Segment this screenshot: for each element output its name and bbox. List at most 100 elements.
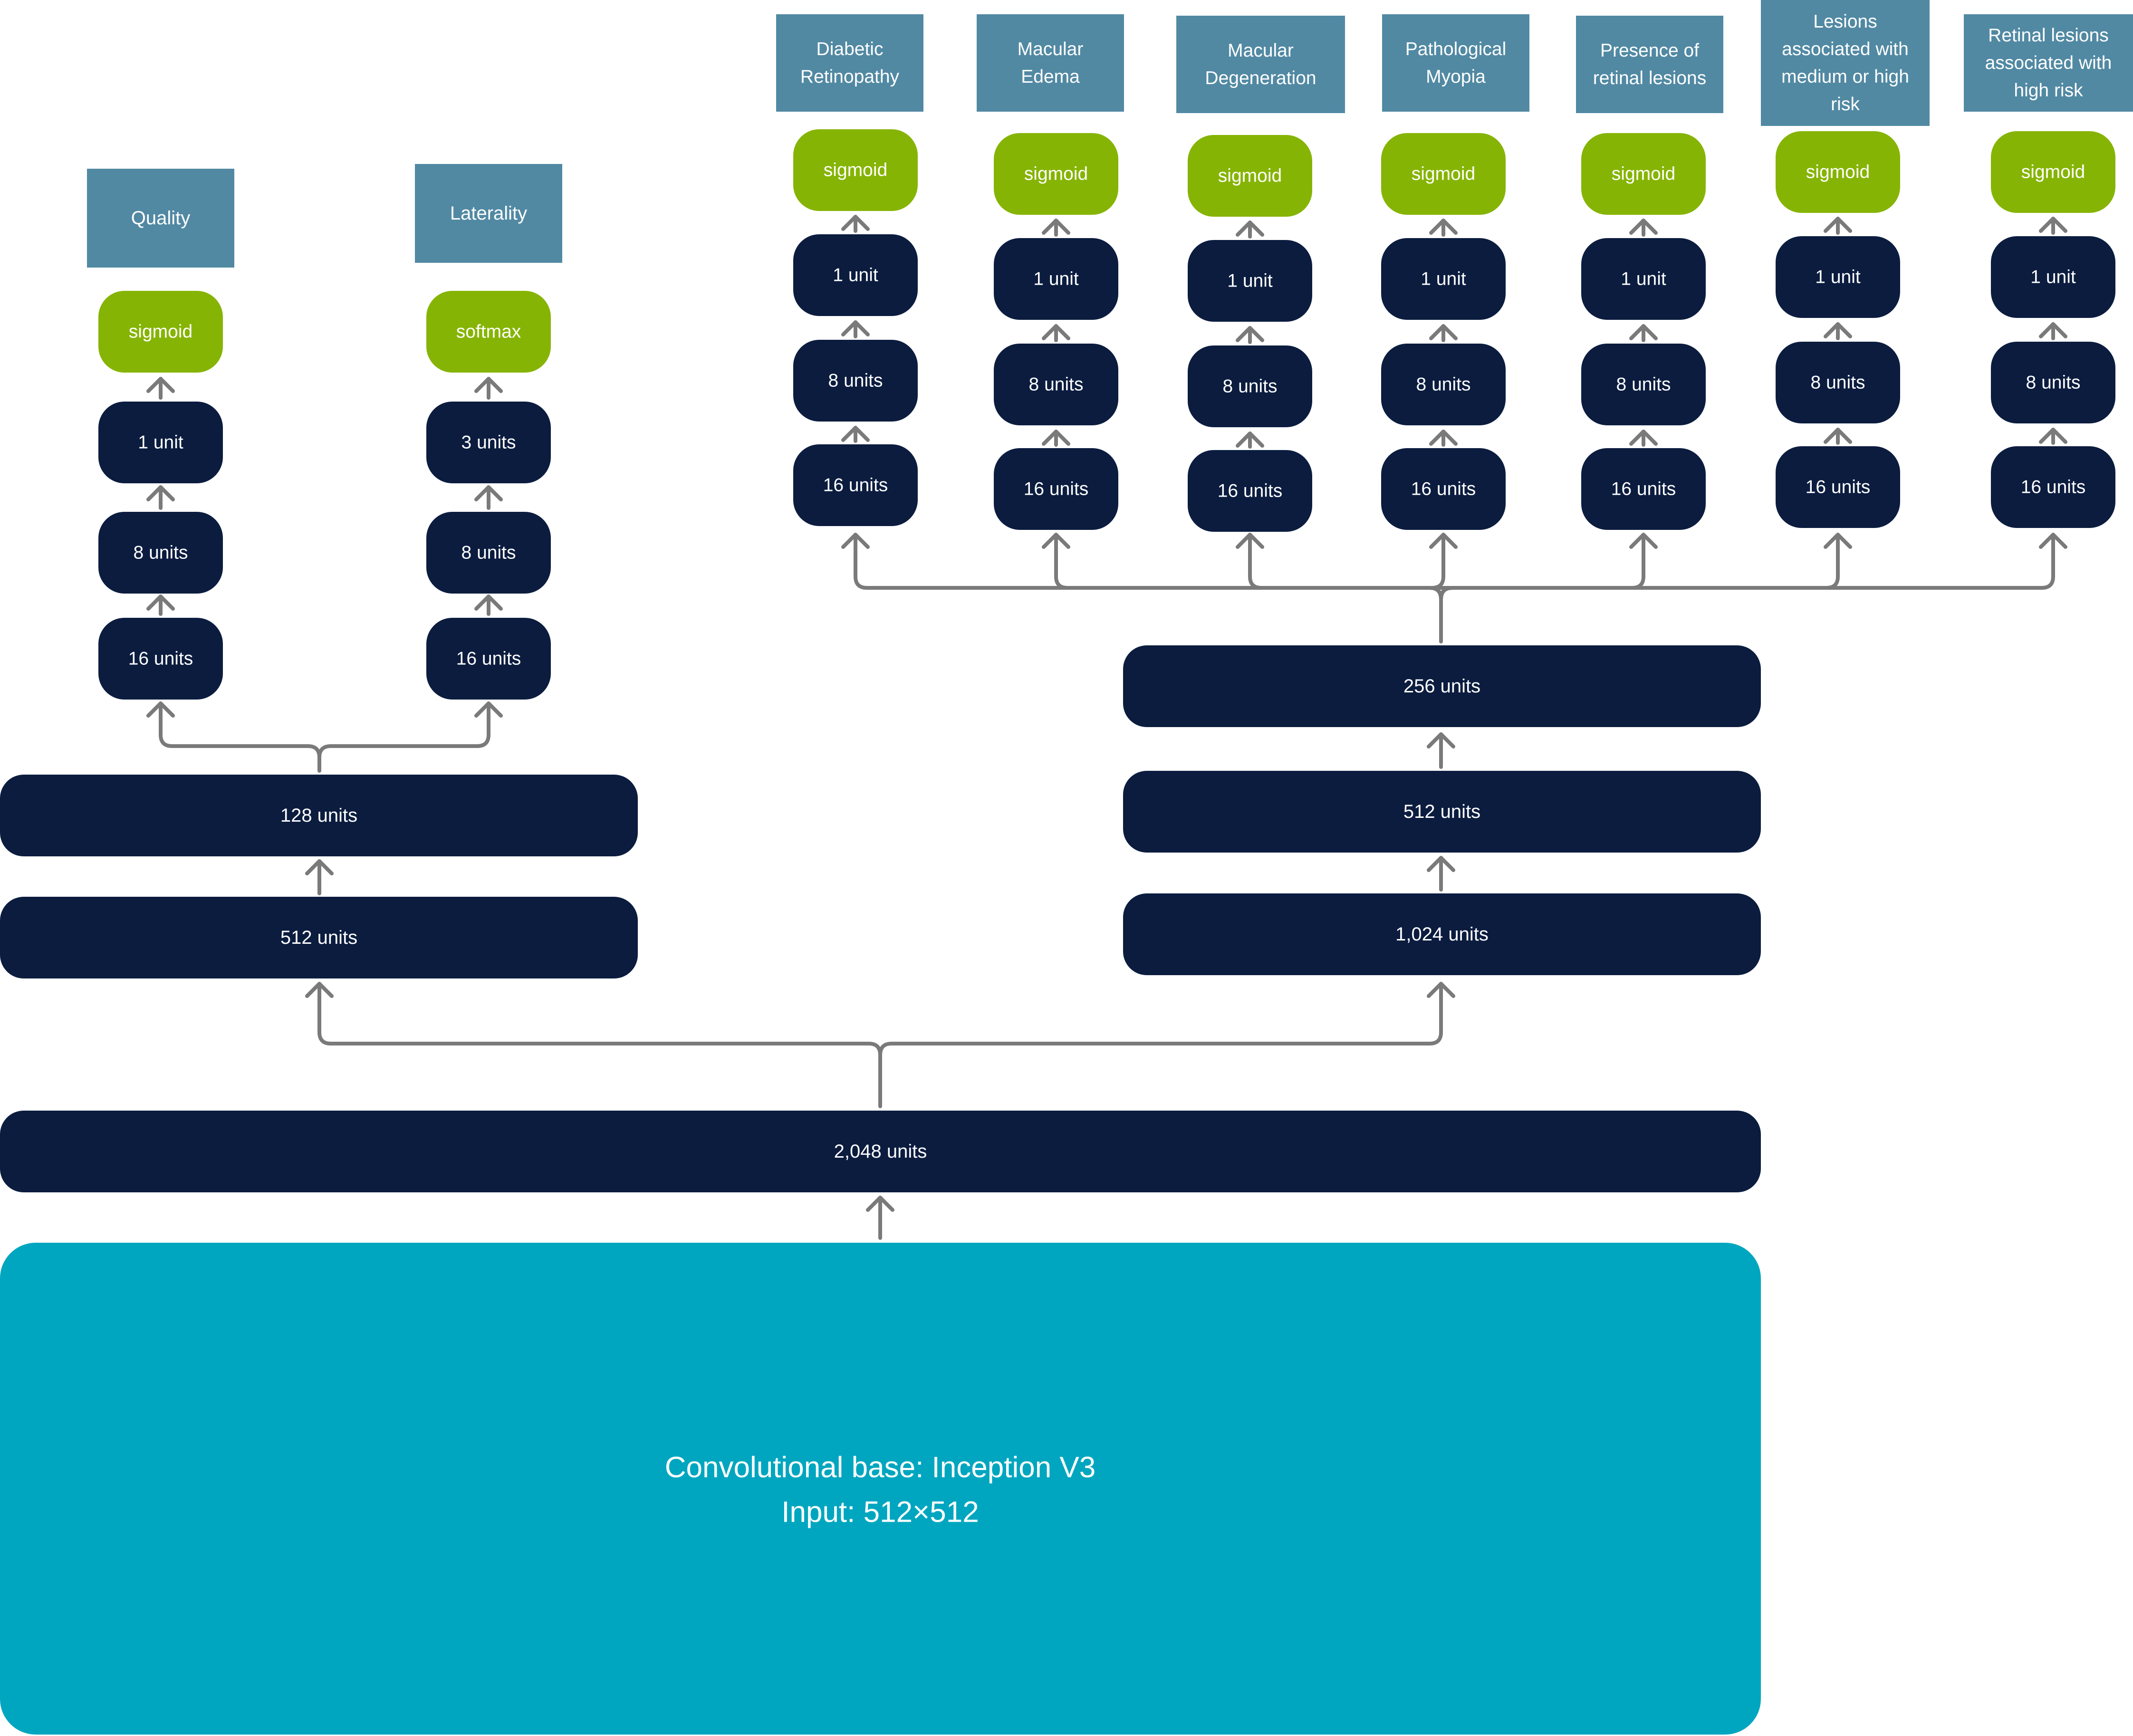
right-head-6-layer-1-label: 8 units: [2026, 373, 2081, 393]
arrow-right-2-3-head: [1427, 732, 1455, 748]
right-head-4-layer-2: 1 unit: [1581, 238, 1706, 320]
arrow-left-head-0-c-head: [146, 377, 175, 393]
right-head-3-output-label: Pathological: [1405, 39, 1506, 59]
arrow-left-head-0-b-head: [146, 485, 175, 501]
right-head-4-layer-2-label: 1 unit: [1621, 269, 1666, 289]
arrow-left-head-1-c-head: [474, 377, 503, 393]
arrow-left-head-0-a-head: [146, 595, 175, 611]
arrow-left-head-1-a-head: [474, 595, 503, 611]
right-head-2-activation: sigmoid: [1188, 135, 1312, 217]
right-head-0-activation-shape: [793, 129, 918, 211]
arrow-right-head-3-c-head: [1429, 219, 1458, 235]
right-head-5-output-label: risk: [1831, 94, 1860, 115]
right-head-6-output-label: Retinal lesions: [1988, 25, 2109, 46]
left-head-1-layer-2-label: 3 units: [461, 432, 516, 453]
fork-right-head-2: [1236, 533, 1264, 549]
left-head-1-activation-shape: [426, 291, 551, 373]
left-branch-layer-1-shape: [0, 897, 638, 978]
fork-trunk-branch-1: [878, 982, 1443, 1057]
right-head-1-layer-2-label: 1 unit: [1033, 269, 1079, 289]
left-head-0-layer-0: 16 units: [98, 618, 223, 700]
right-head-0-layer-2-label: 1 unit: [833, 265, 878, 286]
fork-right-head-6: [2039, 533, 2067, 549]
arrow-left-head-1-b-head: [474, 485, 503, 501]
left-head-0-activation-shape: [98, 291, 223, 373]
right-head-3-layer-0-label: 16 units: [1411, 479, 1476, 499]
right-head-2-layer-2-shape: [1188, 240, 1312, 322]
right-branch-layer-1: 1,024 units: [1123, 893, 1761, 975]
left-head-1-activation-label: softmax: [456, 322, 521, 342]
right-head-6-layer-2-shape: [1991, 236, 2115, 318]
right-head-3-layer-1: 8 units: [1381, 344, 1506, 425]
arrow-right-head-2-b-head: [1236, 326, 1264, 342]
right-branch-layer-2-label: 512 units: [1403, 801, 1480, 822]
right-head-1-output-label: Macular: [1018, 39, 1084, 59]
right-head-0-layer-2-shape: [793, 234, 918, 316]
right-head-6-activation-label: sigmoid: [2021, 162, 2085, 182]
right-head-1-layer-1: 8 units: [994, 344, 1118, 425]
right-head-4-output-label: retinal lesions: [1593, 68, 1706, 88]
right-head-1-activation: sigmoid: [994, 133, 1118, 215]
right-head-5-output-label: medium or high: [1781, 67, 1909, 87]
right-head-5-output-shape: [1761, 0, 1930, 126]
fork-left-branch-0: [159, 701, 321, 759]
right-head-1-layer-0-label: 16 units: [1024, 479, 1089, 499]
convolutional-base-label-2: Input: 512×512: [781, 1496, 979, 1529]
right-branch-layer-2: 512 units: [1123, 771, 1761, 853]
right-branch-layer-1-shape: [1123, 893, 1761, 975]
right-head-2-output-shape: [1176, 16, 1345, 113]
arrow-right-head-2-c-head: [1236, 221, 1264, 237]
fork-right-head-1: [1042, 533, 1070, 549]
right-head-2-layer-0: 16 units: [1188, 450, 1312, 532]
fork-right-head-0: [841, 533, 870, 549]
right-branch-layer-3-label: 256 units: [1403, 676, 1480, 697]
right-head-1-layer-1-label: 8 units: [1029, 374, 1084, 395]
left-head-0-activation: sigmoid: [98, 291, 223, 373]
right-head-5-output-label: Lesions: [1813, 11, 1877, 32]
right-head-1-layer-2-shape: [994, 238, 1118, 320]
right-head-4-layer-2-shape: [1581, 238, 1706, 320]
left-head-1-layer-0-label: 16 units: [456, 649, 521, 669]
right-head-3-activation: sigmoid: [1381, 133, 1506, 215]
right-head-1-layer-2: 1 unit: [994, 238, 1118, 320]
right-head-1-output-label: Edema: [1021, 67, 1080, 87]
left-branch-layer-1: 512 units: [0, 897, 638, 978]
right-head-5-layer-0-shape: [1776, 446, 1900, 528]
right-head-4-layer-1: 8 units: [1581, 344, 1706, 425]
right-head-5-layer-2-shape: [1776, 236, 1900, 318]
arrow-right-head-5-b-head: [1824, 322, 1852, 338]
left-head-0-layer-1: 8 units: [98, 512, 223, 594]
right-head-5-layer-2: 1 unit: [1776, 236, 1900, 318]
left-head-1-layer-1-label: 8 units: [461, 543, 516, 563]
right-head-0-layer-0-shape: [793, 444, 918, 526]
arrow-right-head-0-a-head: [841, 426, 870, 442]
left-head-0-layer-2-shape: [98, 402, 223, 483]
trunk-layer: 2,048 units: [0, 1111, 1761, 1192]
right-head-3-output-label: Myopia: [1426, 67, 1486, 87]
left-head-1-layer-2: 3 units: [426, 402, 551, 483]
arrow-right-head-5-a-head: [1824, 428, 1852, 444]
arrow-right-head-4-a-head: [1629, 430, 1658, 446]
fork-left-head-1: [474, 701, 503, 718]
arrow-right-head-1-b-head: [1042, 324, 1070, 340]
right-head-2-layer-1-label: 8 units: [1223, 376, 1278, 397]
right-head-5-activation-shape: [1776, 131, 1900, 213]
right-head-0-layer-0: 16 units: [793, 444, 918, 526]
right-head-3-layer-0: 16 units: [1381, 448, 1506, 530]
left-head-0-output-label: Quality: [131, 208, 191, 229]
right-head-6-layer-2: 1 unit: [1991, 236, 2115, 318]
left-head-1-layer-0: 16 units: [426, 618, 551, 700]
arrow-right-head-1-a-head: [1042, 430, 1070, 446]
arrow-right-head-4-c-head: [1629, 219, 1658, 235]
left-head-0-layer-0-label: 16 units: [128, 649, 193, 669]
right-head-5-layer-0-label: 16 units: [1806, 477, 1871, 498]
right-head-3-layer-2: 1 unit: [1381, 238, 1506, 320]
right-head-4-layer-0-label: 16 units: [1611, 479, 1676, 499]
right-head-6-output-label: high risk: [2014, 80, 2083, 101]
right-head-2-activation-label: sigmoid: [1218, 166, 1282, 186]
